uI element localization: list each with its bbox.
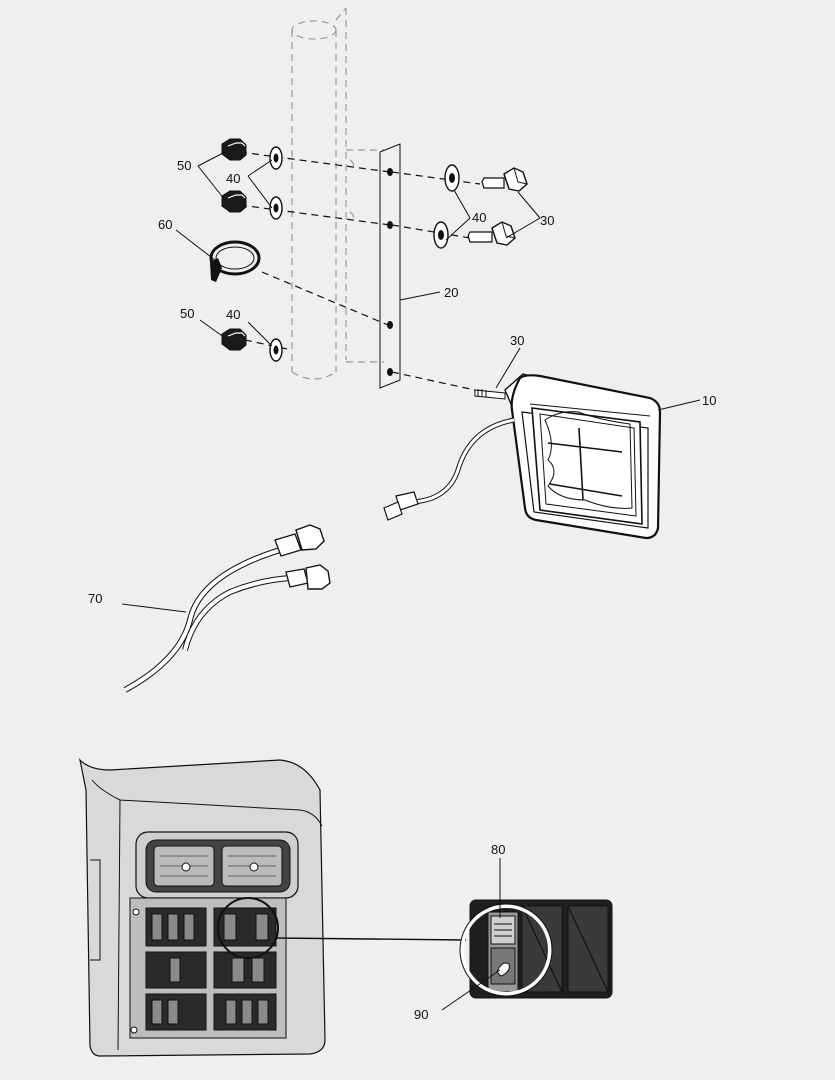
leader-lines [121, 151, 701, 1011]
wiring-harness [123, 524, 331, 693]
washer [269, 338, 283, 362]
callout-30-lower: 30 [510, 333, 524, 348]
callout-40-right: 40 [472, 210, 486, 225]
washer [269, 146, 283, 170]
work-lamp [383, 373, 662, 540]
washer [269, 196, 283, 220]
callout-60: 60 [158, 217, 172, 232]
callout-labels: 50 40 60 50 40 40 30 20 30 10 70 80 90 [88, 158, 716, 1022]
callout-50-lower: 50 [180, 306, 194, 321]
callout-50-upper: 50 [177, 158, 191, 173]
mounting-pole-outline [291, 7, 384, 380]
callout-80: 80 [491, 842, 505, 857]
washer [433, 221, 449, 249]
hex-nut [221, 138, 247, 161]
callout-70: 70 [88, 591, 102, 606]
hex-bolt [481, 167, 528, 192]
hex-bolt [467, 221, 516, 246]
detail-leader [275, 937, 467, 941]
callout-40-lower-left: 40 [226, 307, 240, 322]
cab-console [79, 758, 326, 1057]
clamp-ring [209, 240, 261, 282]
callout-30-upper: 30 [540, 213, 554, 228]
assembly-lines [239, 151, 481, 391]
callout-10: 10 [702, 393, 716, 408]
washer [444, 164, 460, 192]
callout-20: 20 [444, 285, 458, 300]
callout-40-upper-left: 40 [226, 171, 240, 186]
switch-detail [459, 899, 613, 999]
mounting-bracket [379, 143, 401, 389]
hex-nut [221, 190, 247, 213]
hex-nut [221, 328, 247, 351]
callout-90: 90 [414, 1007, 428, 1022]
